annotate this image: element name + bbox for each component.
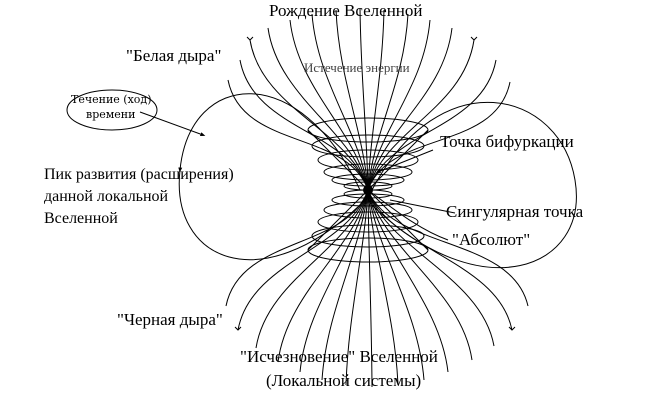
- vanish-label-line1: "Исчезновение" Вселенной: [240, 347, 438, 367]
- peak-label-line1: Пик развития (расширения): [44, 166, 234, 184]
- vortex-cone-edge: [368, 130, 428, 190]
- field-line-bottom: [278, 190, 368, 362]
- peak-label-line2: данной локальной: [44, 188, 168, 206]
- white-hole-label: "Белая дыра": [126, 46, 221, 66]
- field-arrow-tick: [247, 37, 253, 40]
- vortex-cone-edge: [308, 130, 368, 190]
- field-line-top: [360, 8, 368, 190]
- field-line-bottom: [226, 190, 368, 306]
- singular-point: [363, 185, 373, 195]
- time-flow-pointer: [140, 112, 203, 135]
- field-line-top: [368, 10, 384, 190]
- vanish-label-line2: (Локальной системы): [266, 371, 421, 391]
- black-hole-label: "Черная дыра": [117, 310, 223, 330]
- singular-point-label: Сингулярная точка: [446, 202, 583, 222]
- absolute-label: "Абсолют": [452, 230, 530, 250]
- vortex-cone-edge: [308, 190, 368, 250]
- bifurcation-label: Точка бифуркации: [440, 132, 574, 152]
- energy-outflow-label: Истечение энергии: [304, 60, 410, 76]
- birth-label: Рождение Вселенной: [269, 1, 423, 21]
- field-line-bottom: [238, 190, 368, 330]
- field-arrow-tick: [471, 37, 477, 40]
- time-flow-label-line2: времени: [86, 108, 135, 121]
- field-line-top: [228, 80, 368, 190]
- time-flow-label-line1: Течение (ход): [71, 93, 151, 106]
- vortex-cone-edge: [368, 190, 428, 250]
- peak-label-line3: Вселенной: [44, 210, 118, 228]
